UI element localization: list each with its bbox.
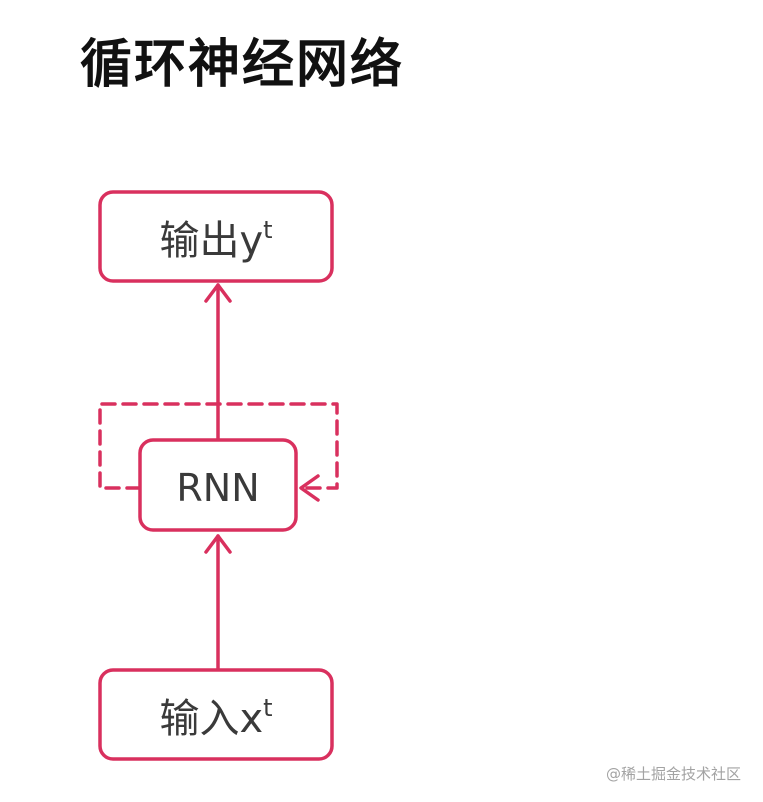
input-to-rnn-arrowhead (204, 534, 232, 554)
rnn-to-output-arrowhead (204, 283, 232, 303)
output-node-label: 输出y (159, 218, 263, 264)
svg-text:输出yt: 输出yt (159, 216, 272, 264)
page-title: 循环神经网络 (80, 35, 405, 95)
svg-text:输入xt: 输入xt (159, 694, 272, 742)
input-node: 输入xt (98, 668, 334, 761)
output-node: 输出yt (98, 190, 334, 283)
input-node-label: 输入x (159, 696, 263, 742)
recurrent-loop-arrowhead (299, 474, 320, 502)
input-node-superscript: t (263, 694, 272, 722)
watermark: @稀土掘金技术社区 (605, 765, 741, 783)
rnn-node: RNN (138, 438, 298, 532)
rnn-node-label: RNN (176, 466, 259, 510)
output-node-superscript: t (263, 216, 272, 244)
